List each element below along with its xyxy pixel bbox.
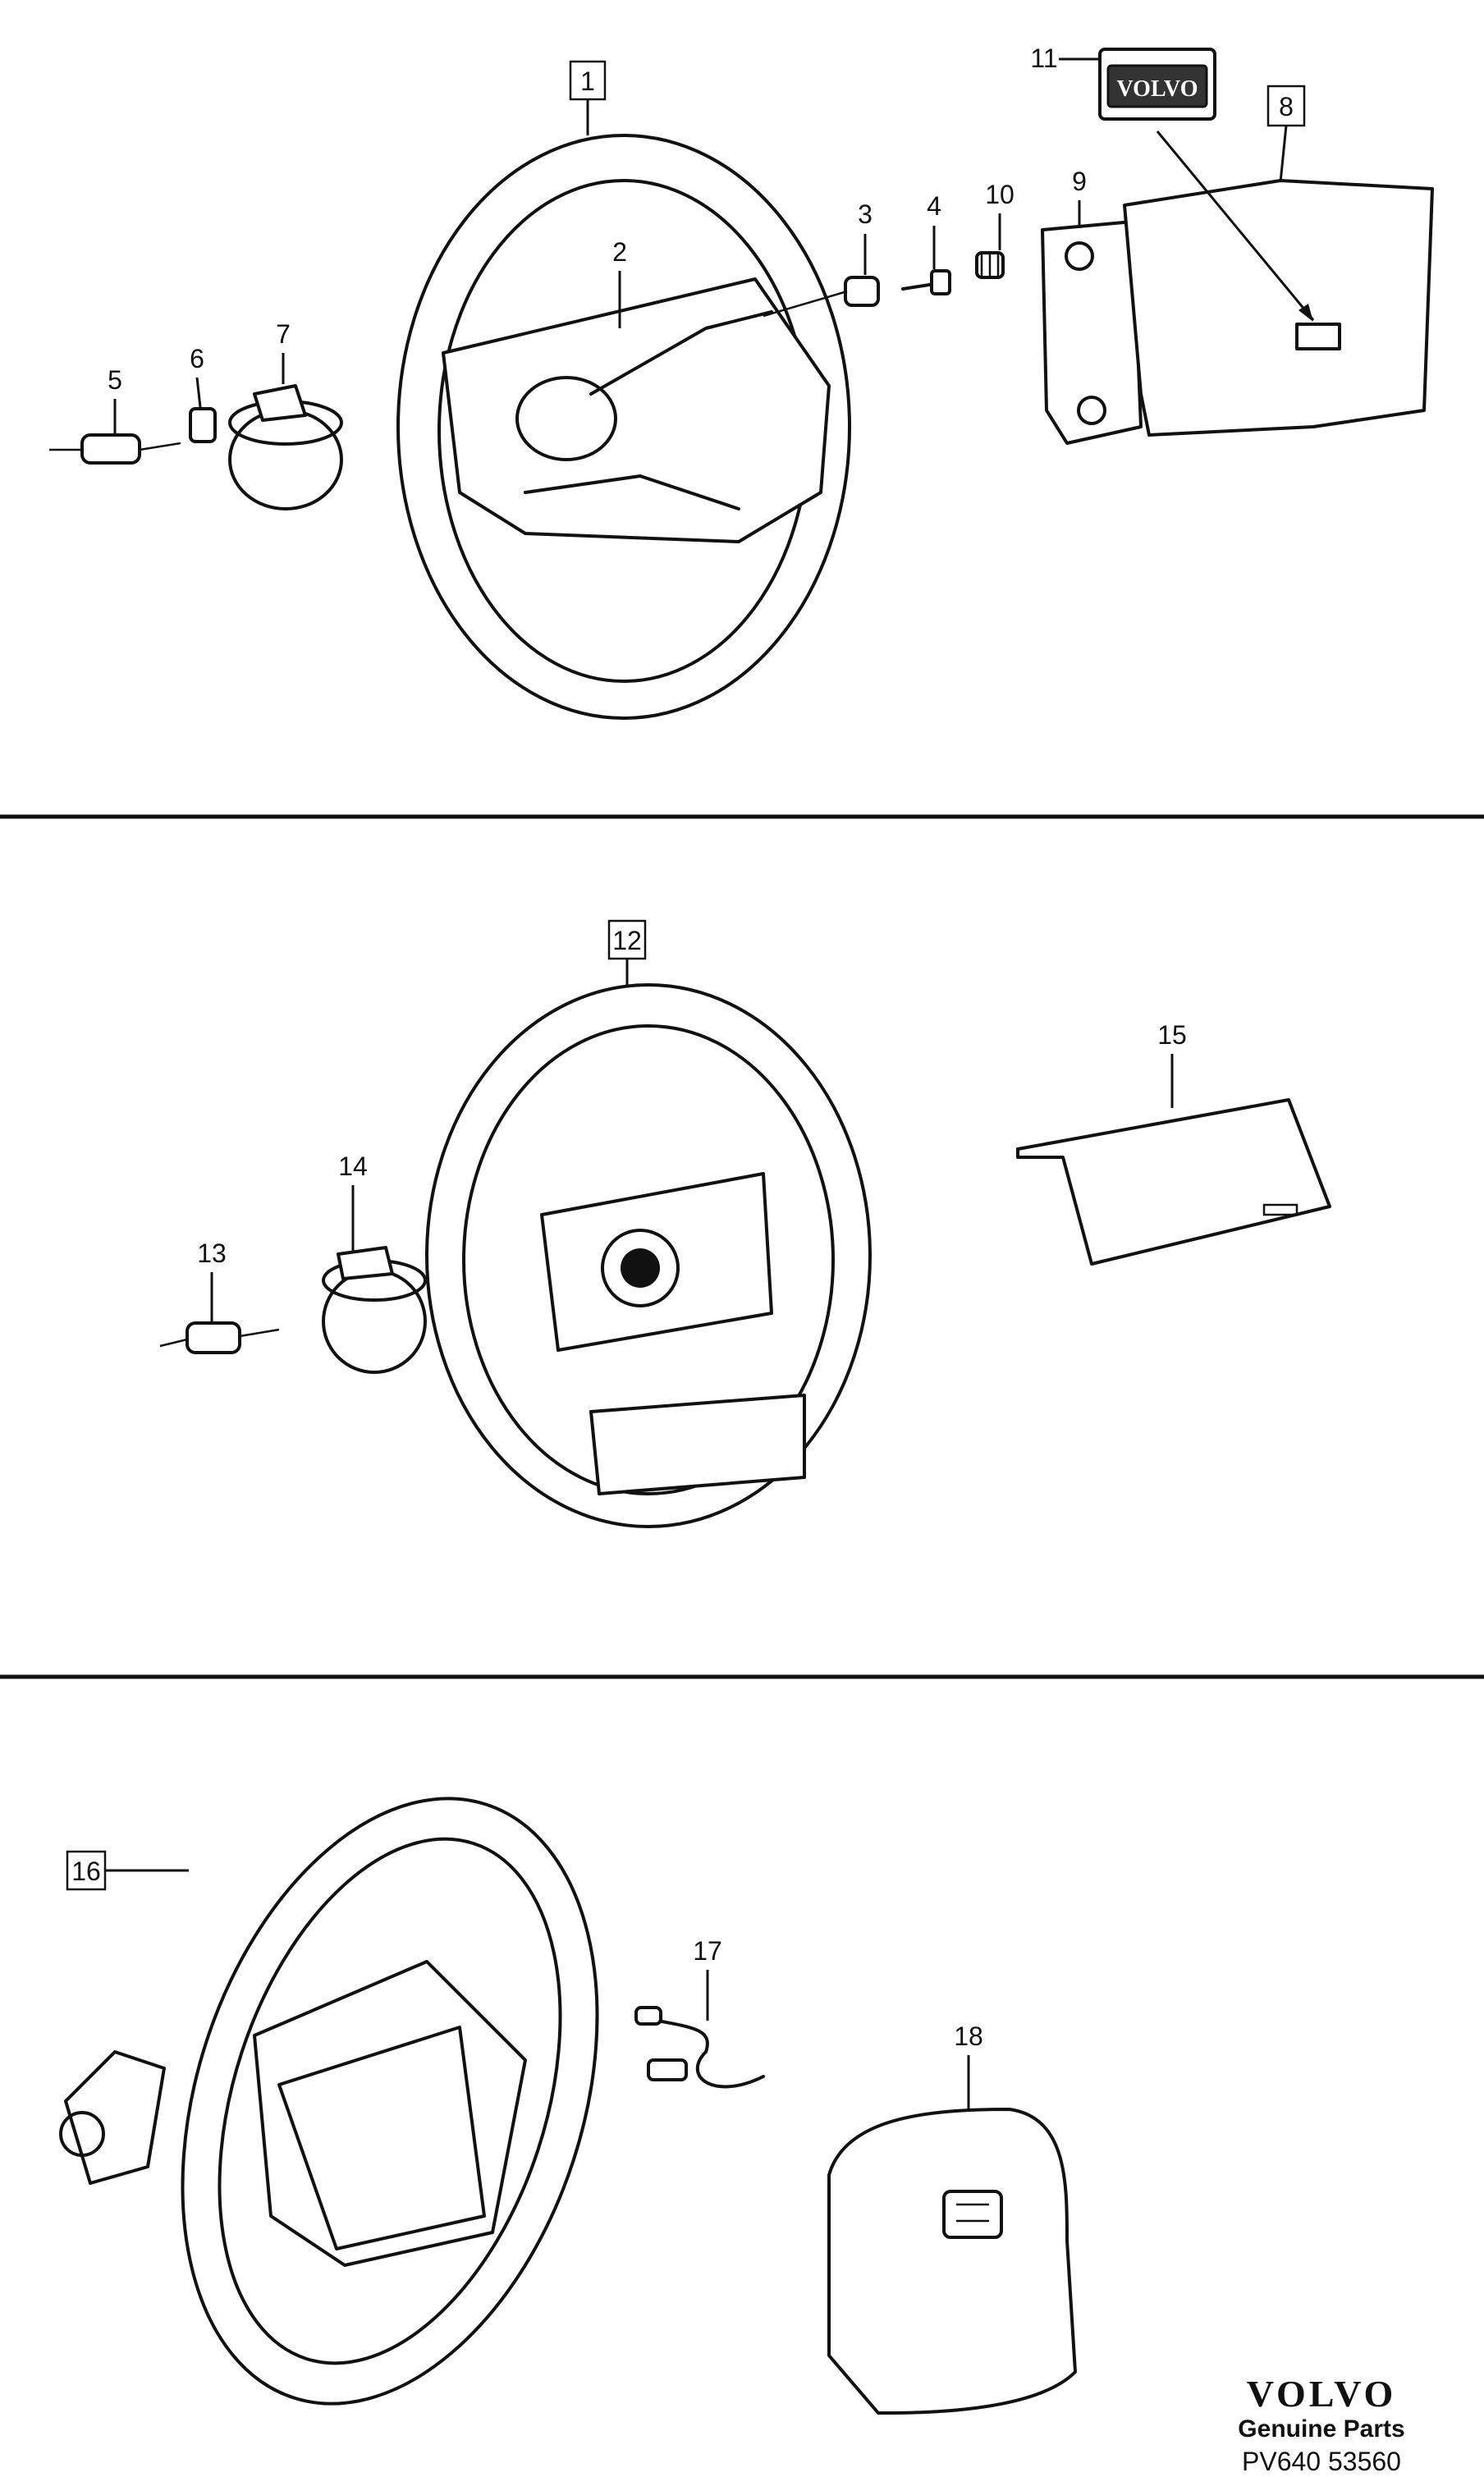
part-7-ring	[228, 384, 343, 511]
svg-text:5: 5	[108, 365, 122, 395]
svg-text:17: 17	[693, 1936, 722, 1966]
callout-3: 3	[858, 199, 873, 275]
callout-8: 8	[1266, 85, 1306, 183]
callout-7: 7	[276, 319, 291, 384]
steering-wheel-16	[59, 1797, 599, 2406]
callout-2: 2	[612, 237, 627, 328]
svg-text:11: 11	[1030, 43, 1057, 73]
callout-12: 12	[607, 919, 647, 987]
part-11-badge: VOLVO	[1098, 48, 1315, 322]
part-3-nut	[763, 276, 880, 318]
part-15-cover	[1016, 1098, 1331, 1266]
part-8-cover	[1123, 179, 1434, 437]
part-17-cable	[634, 2006, 765, 2089]
part-10-spring	[975, 251, 1005, 279]
callout-9: 9	[1072, 167, 1087, 228]
callout-18: 18	[954, 2021, 983, 2111]
svg-text:8: 8	[1279, 92, 1294, 121]
svg-text:15: 15	[1157, 1020, 1187, 1050]
brand-block: VOLVO Genuine Parts PV640 53560	[1198, 2372, 1445, 2477]
part-9-plate	[1041, 220, 1143, 445]
callout-14: 14	[338, 1152, 368, 1252]
callout-15: 15	[1157, 1020, 1187, 1108]
svg-text:3: 3	[858, 199, 873, 229]
svg-text:13: 13	[197, 1238, 227, 1268]
part-18-airbag-cover	[827, 2108, 1077, 2415]
svg-text:1: 1	[580, 66, 595, 96]
callout-5: 5	[108, 365, 122, 433]
svg-text:7: 7	[276, 319, 291, 349]
part-13-pin	[159, 1321, 280, 1354]
callout-4: 4	[927, 191, 941, 269]
svg-text:10: 10	[985, 180, 1015, 209]
part-6-clip	[189, 407, 217, 443]
svg-text:6: 6	[190, 344, 204, 373]
callout-1: 1	[569, 60, 607, 135]
callout-11: 11	[1030, 43, 1098, 73]
badge-text: VOLVO	[1117, 76, 1198, 102]
callout-10: 10	[985, 180, 1015, 250]
callout-6: 6	[190, 344, 204, 408]
part-5-pin	[49, 433, 181, 465]
callout-16: 16	[66, 1850, 189, 1891]
svg-text:4: 4	[927, 191, 941, 221]
part-14-ring	[322, 1246, 427, 1374]
svg-text:9: 9	[1072, 167, 1087, 196]
steering-wheel-12	[425, 983, 872, 1528]
svg-text:18: 18	[954, 2021, 983, 2051]
diagram-code: PV640 53560	[1242, 2447, 1401, 2476]
callout-13: 13	[197, 1238, 227, 1321]
callout-17: 17	[693, 1936, 722, 2021]
brand-subtitle: Genuine Parts	[1238, 2415, 1405, 2443]
part-4-screw	[901, 269, 951, 295]
volvo-logo: VOLVO	[1246, 2373, 1397, 2415]
steering-wheel-1	[396, 134, 851, 720]
svg-text:2: 2	[612, 237, 627, 267]
svg-text:14: 14	[338, 1152, 368, 1181]
svg-text:16: 16	[71, 1857, 101, 1886]
svg-text:12: 12	[612, 926, 642, 955]
